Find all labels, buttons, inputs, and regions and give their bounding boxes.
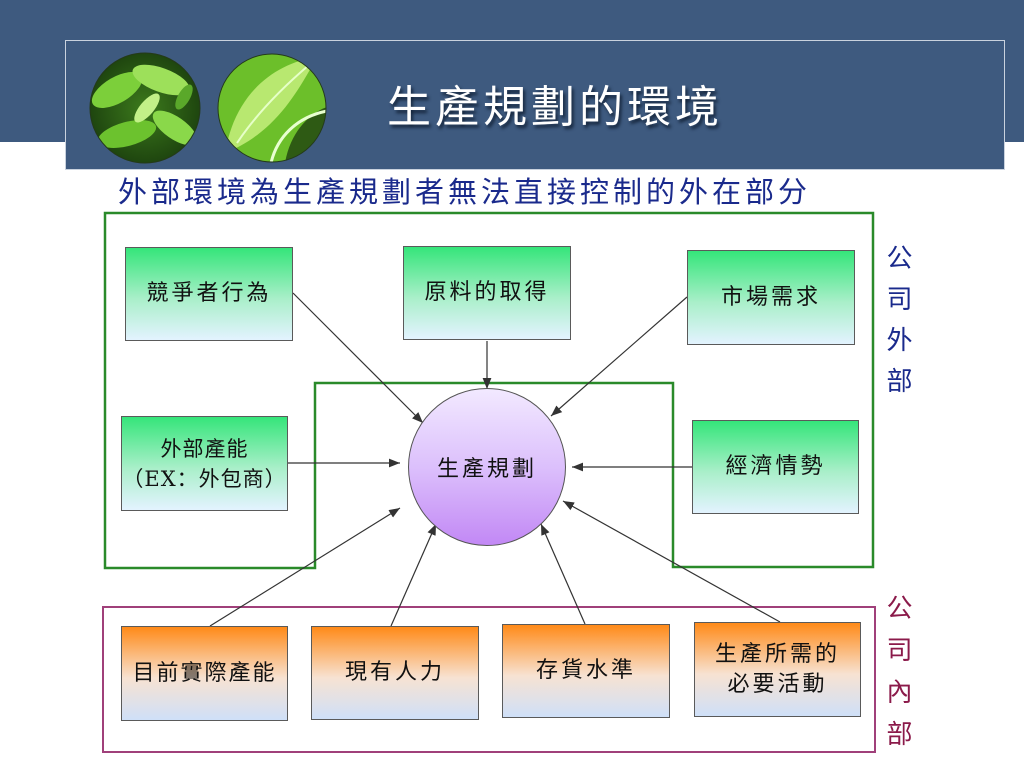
slide-title: 生產規劃的環境: [387, 82, 723, 133]
factor-economy-box: 經濟情勢: [692, 420, 859, 514]
production-planning-label: 生產規劃: [436, 457, 537, 482]
factor-manpower-label: 現有人力: [344, 660, 445, 685]
factor-activities-label-2: 必要活動: [727, 671, 828, 697]
arrow-manpower-to-center: [390, 523, 437, 627]
arrow-internal-capacity-to-center: [209, 507, 401, 627]
factor-inventory-label: 存貨水準: [535, 658, 636, 683]
arrow-market-to-center: [550, 296, 688, 417]
factor-manpower-box: 現有人力: [311, 626, 479, 720]
factor-inventory-box: 存貨水準: [502, 624, 670, 718]
factor-economy-label: 經濟情勢: [725, 454, 826, 479]
production-planning-node: 生產規劃: [408, 388, 566, 546]
external-region-outline: [103, 211, 875, 570]
internal-region-outline: [102, 606, 876, 753]
factor-external-capacity-label: 外部產能: [160, 436, 249, 461]
leaf-photo-left: [89, 52, 201, 164]
factor-external-capacity-note: （EX：外包商）: [122, 466, 287, 491]
arrow-activities-to-center: [562, 500, 781, 623]
arrow-inventory-to-center: [540, 523, 586, 625]
factor-materials-box: 原料的取得: [403, 246, 571, 340]
factor-activities-label: 生產所需的: [714, 641, 840, 667]
factor-internal-capacity-box: 目前實際產能: [121, 626, 288, 721]
factor-external-capacity-box: 外部產能 （EX：外包商）: [121, 416, 288, 511]
leaf-photo-right: [217, 53, 327, 163]
factor-internal-capacity-label: 目前實際產能: [132, 660, 277, 686]
slide-subtitle: 外部環境為生產規劃者無法直接控制的外在部分: [118, 175, 812, 209]
factor-activities-box: 生產所需的 必要活動: [694, 622, 861, 717]
factor-market-box: 市場需求: [687, 250, 855, 345]
arrow-competitor-to-center: [292, 292, 424, 424]
factor-materials-label: 原料的取得: [424, 280, 550, 305]
factor-market-label: 市場需求: [720, 284, 821, 310]
internal-side-label: 公司內部: [882, 594, 912, 762]
external-side-label: 公司外部: [882, 244, 912, 408]
factor-competitor-box: 競爭者行為: [125, 247, 293, 341]
factor-competitor-label: 競爭者行為: [146, 281, 272, 306]
